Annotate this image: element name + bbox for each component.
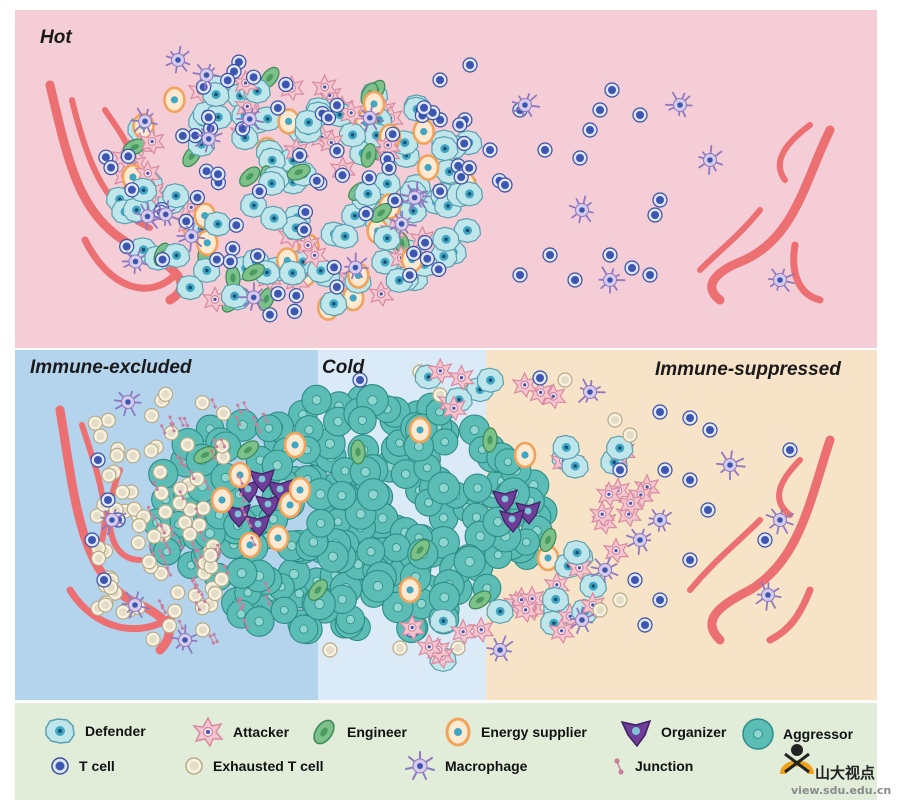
- legend-item-t-cell: T cell: [49, 755, 115, 777]
- watermark-brand: 山大视点: [815, 765, 876, 782]
- legend-item-aggressor: Aggressor: [741, 717, 853, 751]
- legend-label: Engineer: [347, 724, 407, 740]
- legend-label: Aggressor: [783, 726, 854, 742]
- energy-supplier-cell-icon: [445, 717, 471, 747]
- legend-item-energy-supplier: Energy supplier: [443, 717, 587, 747]
- legend-item-macrophage: Macrophage: [403, 751, 527, 781]
- immune-suppressed-title: Immune-suppressed: [655, 359, 841, 380]
- legend-item-attacker: Attacker: [191, 717, 289, 747]
- legend-label: T cell: [79, 758, 115, 774]
- junction-icon: [614, 758, 624, 775]
- cold-panel: [318, 350, 486, 700]
- legend-item-organizer: Organizer: [619, 717, 726, 747]
- immune-excluded-title: Immune-excluded: [30, 357, 192, 378]
- legend-label: Organizer: [661, 724, 727, 740]
- watermark: 山大视点 view.sdu.edu.cn: [775, 740, 900, 804]
- cold-title: Cold: [322, 357, 365, 378]
- organizer-cell-icon: [620, 719, 652, 747]
- legend-label: Defender: [85, 723, 146, 739]
- legend-label: Junction: [635, 758, 694, 774]
- exhausted-t-cell-icon: [185, 757, 203, 775]
- immune-excluded-panel: [15, 350, 318, 700]
- macrophage-icon: [405, 751, 435, 780]
- legend-label: Exhausted T cell: [213, 758, 324, 774]
- hot-panel: [15, 10, 877, 348]
- engineer-cell-icon: [313, 719, 335, 745]
- defender-cell-icon: [45, 718, 75, 744]
- attacker-cell-icon: [192, 717, 224, 747]
- hot-panel-title: Hot: [40, 27, 72, 48]
- legend-label: Energy supplier: [481, 724, 587, 740]
- legend-label: Macrophage: [445, 758, 528, 774]
- watermark-logo-icon: [780, 744, 814, 775]
- immune-suppressed-panel: [486, 350, 877, 700]
- legend: Defender Attacker Engineer Energy suppli…: [15, 703, 877, 800]
- legend-label: Attacker: [233, 724, 290, 740]
- t-cell-icon: [51, 757, 69, 775]
- aggressor-cell-icon: [742, 718, 774, 750]
- watermark-url: view.sdu.edu.cn: [791, 784, 892, 797]
- legend-item-defender: Defender: [43, 717, 146, 745]
- legend-item-junction: Junction: [611, 755, 693, 777]
- legend-item-engineer: Engineer: [309, 717, 407, 747]
- legend-item-exhausted-t-cell: Exhausted T cell: [183, 755, 323, 777]
